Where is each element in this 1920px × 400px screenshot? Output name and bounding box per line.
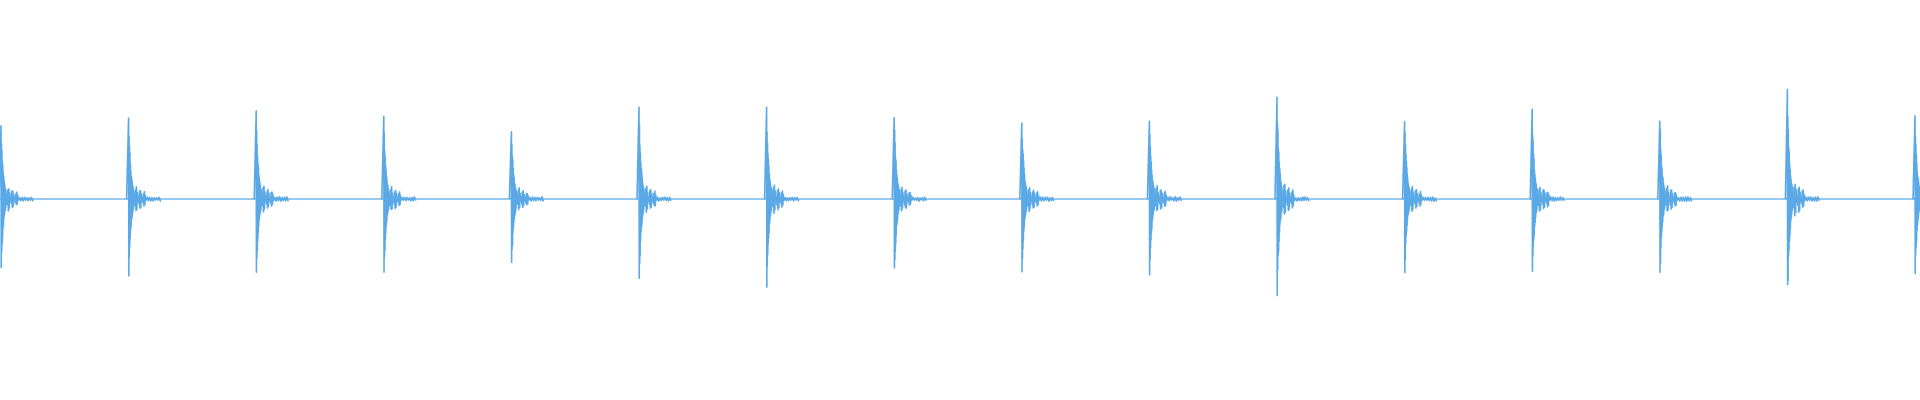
waveform-pulse	[0, 125, 34, 269]
waveform-pulse	[125, 117, 162, 277]
waveform-pulse	[636, 106, 672, 279]
waveform-pulse	[1401, 121, 1438, 274]
waveform-pulse	[1146, 120, 1182, 276]
waveform-pulse	[1529, 108, 1565, 272]
waveform-pulse	[1019, 122, 1055, 273]
waveform-pulse	[253, 110, 289, 273]
waveform-pulse	[891, 116, 927, 269]
waveform-pulse	[763, 106, 800, 288]
waveform-pulse	[1784, 88, 1820, 286]
waveform-pulse	[1657, 120, 1693, 273]
waveform-pulse	[508, 131, 544, 264]
waveform-pulses	[0, 88, 1920, 297]
waveform-pulse	[1912, 115, 1920, 275]
waveform-pulse	[1274, 96, 1310, 297]
waveform-pulse	[381, 115, 417, 273]
